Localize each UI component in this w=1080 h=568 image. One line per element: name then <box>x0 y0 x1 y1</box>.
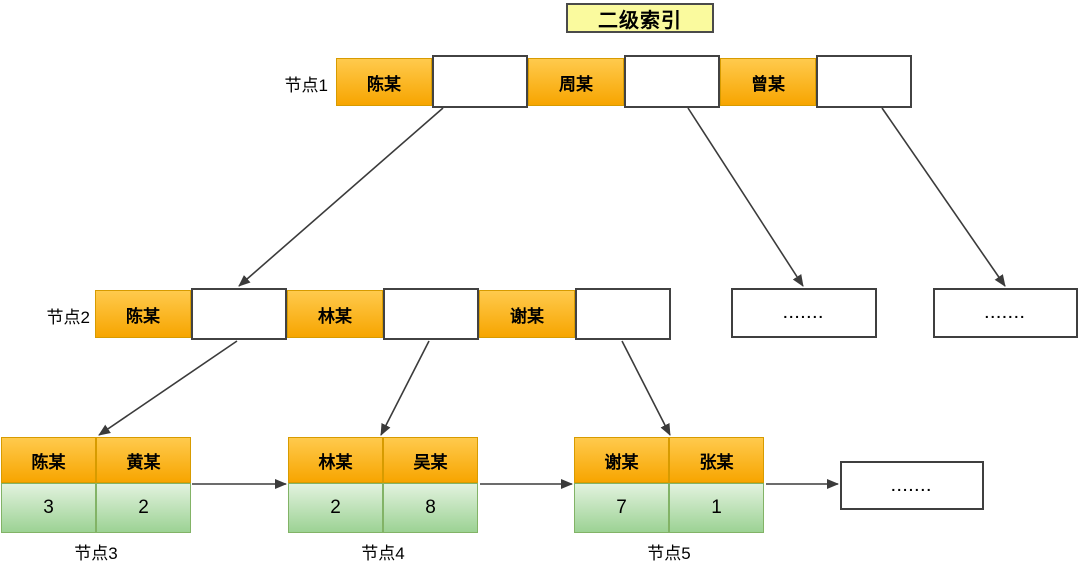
leaf5-label: 节点5 <box>647 543 691 563</box>
diagram-title: 二级索引 <box>566 3 714 33</box>
node1-key-cell: 陈某 <box>336 58 432 106</box>
arrow-node2-to-leaf5 <box>621 340 671 436</box>
arrow-node1-to-ellipsis2 <box>881 107 1006 287</box>
node2-pointer-cell <box>191 288 287 340</box>
node2-pointer-cell <box>383 288 479 340</box>
node2-pointer-cell <box>575 288 671 340</box>
leaf3-key-cell: 陈某 <box>1 437 96 483</box>
leaf4-key-cell: 吴某 <box>383 437 478 483</box>
node2-key-cell: 谢某 <box>479 290 575 338</box>
node2-key-cell: 林某 <box>287 290 383 338</box>
arrow-node2-to-leaf4 <box>380 340 430 436</box>
node1-key-cell: 曾某 <box>720 58 816 106</box>
leaf4-key-cell: 林某 <box>288 437 383 483</box>
node1-pointer-cell <box>816 55 912 108</box>
leaf4-label: 节点4 <box>361 543 405 563</box>
arrow-node2-to-leaf3 <box>98 340 238 436</box>
node1-label: 节点1 <box>284 75 328 95</box>
arrow-node1-to-ellipsis1 <box>687 107 804 287</box>
leaf3-value-cell: 3 <box>1 483 96 533</box>
leaf5-key-cell: 谢某 <box>574 437 669 483</box>
ellipsis-box: ....... <box>933 288 1078 338</box>
node1-key-cell: 周某 <box>528 58 624 106</box>
ellipsis-box: ....... <box>840 461 984 510</box>
node1-pointer-cell <box>432 55 528 108</box>
leaf5-key-cell: 张某 <box>669 437 764 483</box>
node1-pointer-cell <box>624 55 720 108</box>
leaf3-label: 节点3 <box>74 543 118 563</box>
leaf5-value-cell: 7 <box>574 483 669 533</box>
leaf4-value-cell: 2 <box>288 483 383 533</box>
leaf4-value-cell: 8 <box>383 483 478 533</box>
node2-label: 节点2 <box>46 307 90 327</box>
leaf-node-4: 林某 吴某 2 8 <box>288 437 478 533</box>
leaf-node-3: 陈某 黄某 3 2 <box>1 437 191 533</box>
leaf3-value-cell: 2 <box>96 483 191 533</box>
leaf5-value-cell: 1 <box>669 483 764 533</box>
ellipsis-box: ....... <box>731 288 877 338</box>
arrow-node1-to-node2 <box>238 107 444 287</box>
leaf3-key-cell: 黄某 <box>96 437 191 483</box>
node2-key-cell: 陈某 <box>95 290 191 338</box>
leaf-node-5: 谢某 张某 7 1 <box>574 437 764 533</box>
